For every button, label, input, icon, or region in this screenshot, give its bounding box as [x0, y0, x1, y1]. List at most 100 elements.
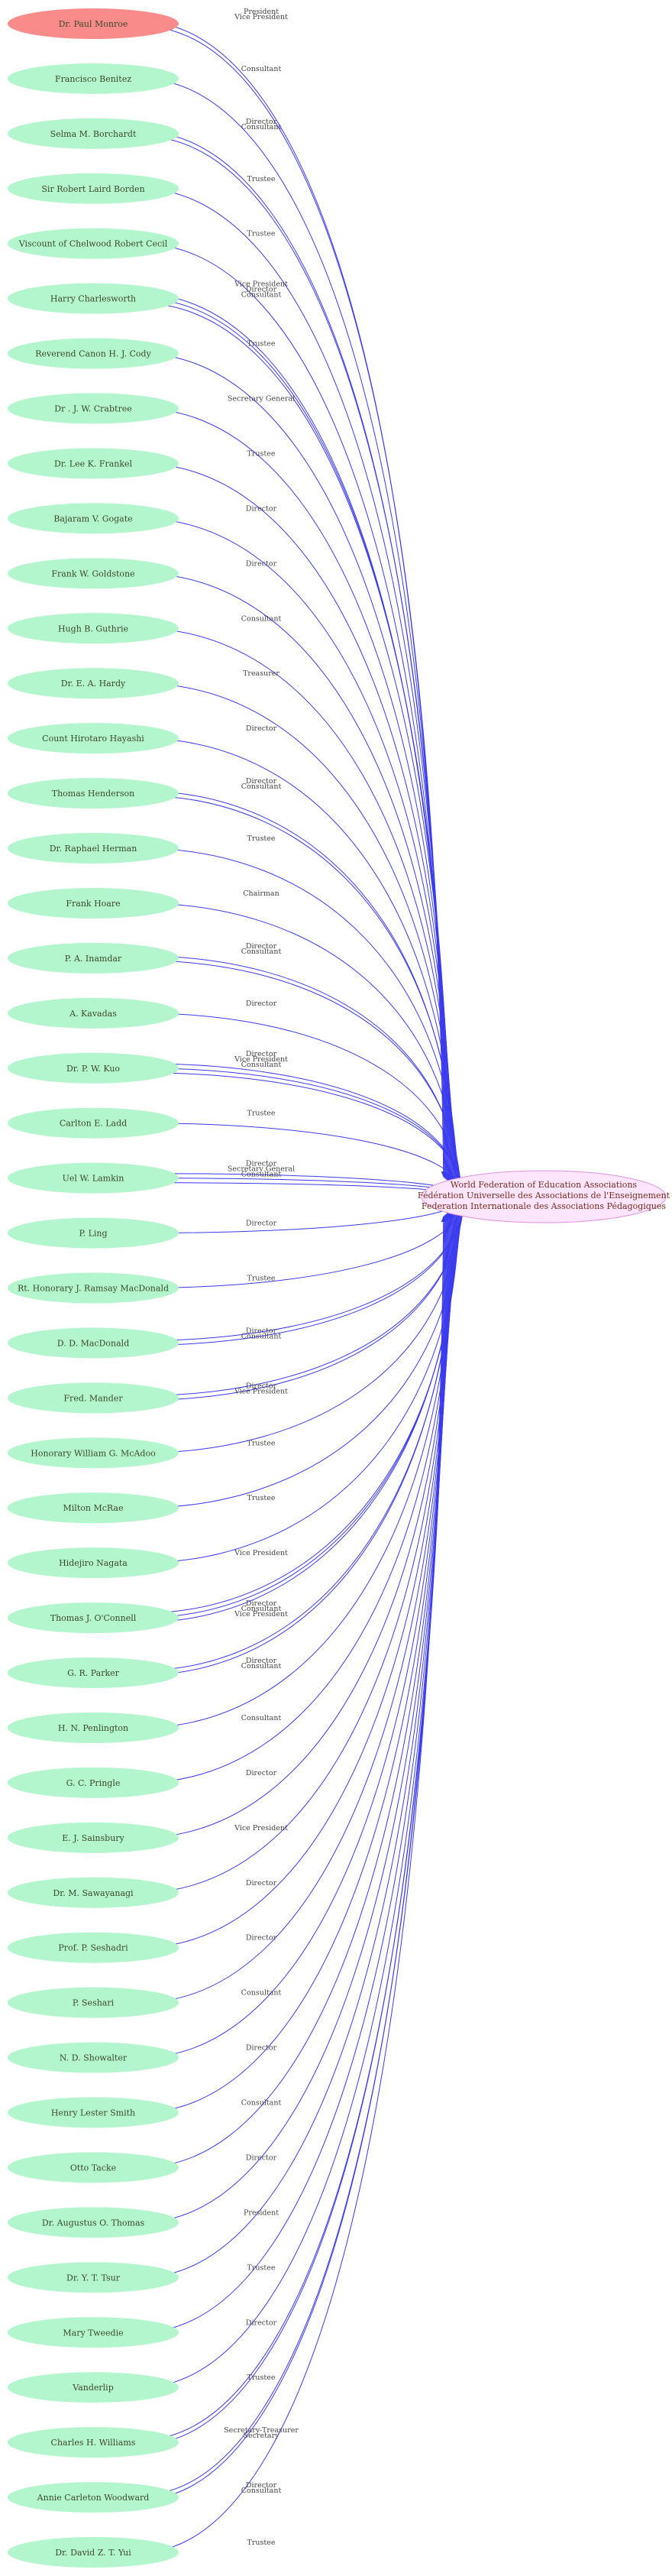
person-node-dr-y-t-tsur[interactable]: Dr. Y. T. Tsur [8, 2262, 179, 2293]
person-node-ellipse[interactable] [8, 833, 179, 864]
person-node-ellipse[interactable] [8, 1822, 179, 1853]
person-node-ellipse[interactable] [8, 2482, 179, 2513]
person-node-prof-p-seshadri[interactable]: Prof. P. Seshadri [8, 1932, 179, 1963]
person-node-henry-lester-smith[interactable]: Henry Lester Smith [8, 2097, 179, 2128]
person-node-dr-david-z-t-yui[interactable]: Dr. David Z. T. Yui [8, 2537, 179, 2568]
person-node-h-n-penlington[interactable]: H. N. Penlington [8, 1712, 179, 1743]
person-node-dr-j-w-crabtree[interactable]: Dr . J. W. Crabtree [8, 393, 179, 424]
person-node-ellipse[interactable] [8, 1382, 179, 1414]
person-node-otto-tacke[interactable]: Otto Tacke [8, 2152, 179, 2183]
person-node-ellipse[interactable] [8, 778, 179, 809]
person-node-ellipse[interactable] [8, 1217, 179, 1249]
person-node-dr-paul-monroe[interactable]: Dr. Paul Monroe [8, 8, 179, 39]
person-node-ellipse[interactable] [8, 1987, 179, 2018]
person-node-frank-hoare[interactable]: Frank Hoare [8, 887, 179, 919]
person-node-ellipse[interactable] [8, 118, 179, 149]
person-node-milton-mcrae[interactable]: Milton McRae [8, 1492, 179, 1524]
person-node-frank-w-goldstone[interactable]: Frank W. Goldstone [8, 558, 179, 589]
person-node-honorary-william-g-mcadoo[interactable]: Honorary William G. McAdoo [8, 1437, 179, 1469]
person-node-ellipse[interactable] [8, 338, 179, 369]
person-node-d-d-macdonald[interactable]: D. D. MacDonald [8, 1327, 179, 1359]
person-node-n-d-showalter[interactable]: N. D. Showalter [8, 2042, 179, 2073]
person-node-ellipse[interactable] [8, 228, 179, 259]
person-node-charles-h-williams[interactable]: Charles H. Williams [8, 2427, 179, 2458]
person-node-francisco-benitez[interactable]: Francisco Benitez [8, 63, 179, 94]
person-node-ellipse[interactable] [8, 1492, 179, 1524]
person-node-dr-e-a-hardy[interactable]: Dr. E. A. Hardy [8, 668, 179, 699]
center-node[interactable]: World Federation of Education Associatio… [418, 1170, 670, 1223]
edge-label: Trustee [247, 1110, 276, 1118]
person-node-ellipse[interactable] [8, 2537, 179, 2568]
person-node-ellipse[interactable] [8, 1107, 179, 1139]
person-node-ellipse[interactable] [8, 1547, 179, 1579]
person-node-ellipse[interactable] [8, 8, 179, 39]
center-node-ellipse[interactable] [421, 1170, 667, 1223]
person-node-hidejiro-nagata[interactable]: Hidejiro Nagata [8, 1547, 179, 1579]
person-node-ellipse[interactable] [8, 2152, 179, 2183]
person-node-g-r-parker[interactable]: G. R. Parker [8, 1657, 179, 1689]
person-node-rt-honorary-j-ramsay-macdonald[interactable]: Rt. Honorary J. Ramsay MacDonald [8, 1272, 179, 1304]
person-node-ellipse[interactable] [8, 1602, 179, 1634]
person-node-ellipse[interactable] [8, 1657, 179, 1689]
person-node-sir-robert-laird-borden[interactable]: Sir Robert Laird Borden [8, 173, 179, 204]
edge-label: Vice President [234, 280, 288, 289]
edge-label: Trustee [247, 1275, 276, 1283]
person-node-ellipse[interactable] [8, 1327, 179, 1359]
person-node-fred-mander[interactable]: Fred. Mander [8, 1382, 179, 1414]
person-node-ellipse[interactable] [8, 448, 179, 479]
person-node-p-seshari[interactable]: P. Seshari [8, 1987, 179, 2018]
person-node-ellipse[interactable] [8, 1052, 179, 1084]
person-node-ellipse[interactable] [8, 1932, 179, 1963]
person-node-ellipse[interactable] [8, 1767, 179, 1798]
person-node-dr-lee-k-frankel[interactable]: Dr. Lee K. Frankel [8, 448, 179, 479]
person-node-p-ling[interactable]: P. Ling [8, 1217, 179, 1249]
person-node-selma-m-borchardt[interactable]: Selma M. Borchardt [8, 118, 179, 149]
person-node-bajaram-v-gogate[interactable]: Bajaram V. Gogate [8, 503, 179, 534]
person-node-ellipse[interactable] [8, 2042, 179, 2073]
person-node-ellipse[interactable] [8, 1272, 179, 1304]
person-node-harry-charlesworth[interactable]: Harry Charlesworth [8, 283, 179, 314]
person-node-viscount-of-chelwood-robert-cecil[interactable]: Viscount of Chelwood Robert Cecil [8, 228, 179, 259]
person-node-ellipse[interactable] [8, 2317, 179, 2348]
person-node-dr-p-w-kuo[interactable]: Dr. P. W. Kuo [8, 1052, 179, 1084]
person-node-ellipse[interactable] [8, 997, 179, 1029]
person-node-mary-tweedie[interactable]: Mary Tweedie [8, 2317, 179, 2348]
person-node-carlton-e-ladd[interactable]: Carlton E. Ladd [8, 1107, 179, 1139]
edge-label: Consultant [241, 1171, 282, 1179]
person-node-ellipse[interactable] [8, 2097, 179, 2128]
person-node-g-c-pringle[interactable]: G. C. Pringle [8, 1767, 179, 1798]
person-node-ellipse[interactable] [8, 2427, 179, 2458]
person-node-ellipse[interactable] [8, 1437, 179, 1469]
person-node-ellipse[interactable] [8, 558, 179, 589]
person-node-dr-augustus-o-thomas[interactable]: Dr. Augustus O. Thomas [8, 2207, 179, 2238]
person-node-count-hirotaro-hayashi[interactable]: Count Hirotaro Hayashi [8, 723, 179, 754]
person-node-e-j-sainsbury[interactable]: E. J. Sainsbury [8, 1822, 179, 1853]
person-node-vanderlip[interactable]: Vanderlip [8, 2372, 179, 2403]
person-node-p-a-inamdar[interactable]: P. A. Inamdar [8, 942, 179, 974]
person-node-ellipse[interactable] [8, 2372, 179, 2403]
person-node-ellipse[interactable] [8, 1162, 179, 1194]
person-node-ellipse[interactable] [8, 503, 179, 534]
person-node-ellipse[interactable] [8, 2207, 179, 2238]
person-node-dr-m-sawayanagi[interactable]: Dr. M. Sawayanagi [8, 1877, 179, 1908]
person-node-ellipse[interactable] [8, 63, 179, 94]
person-node-ellipse[interactable] [8, 1712, 179, 1743]
person-node-ellipse[interactable] [8, 1877, 179, 1908]
person-node-ellipse[interactable] [8, 942, 179, 974]
person-node-uel-w-lamkin[interactable]: Uel W. Lamkin [8, 1162, 179, 1194]
person-node-ellipse[interactable] [8, 173, 179, 204]
person-node-ellipse[interactable] [8, 393, 179, 424]
person-node-thomas-j-o-connell[interactable]: Thomas J. O'Connell [8, 1602, 179, 1634]
person-node-annie-carleton-woodward[interactable]: Annie Carleton Woodward [8, 2482, 179, 2513]
person-node-ellipse[interactable] [8, 668, 179, 699]
person-node-dr-raphael-herman[interactable]: Dr. Raphael Herman [8, 833, 179, 864]
person-node-ellipse[interactable] [8, 887, 179, 919]
person-node-ellipse[interactable] [8, 723, 179, 754]
person-node-reverend-canon-h-j-cody[interactable]: Reverend Canon H. J. Cody [8, 338, 179, 369]
person-node-hugh-b-guthrie[interactable]: Hugh B. Guthrie [8, 613, 179, 644]
person-node-ellipse[interactable] [8, 2262, 179, 2293]
person-node-ellipse[interactable] [8, 613, 179, 644]
person-node-thomas-henderson[interactable]: Thomas Henderson [8, 778, 179, 809]
person-node-ellipse[interactable] [8, 283, 179, 314]
person-node-a-kavadas[interactable]: A. Kavadas [8, 997, 179, 1029]
